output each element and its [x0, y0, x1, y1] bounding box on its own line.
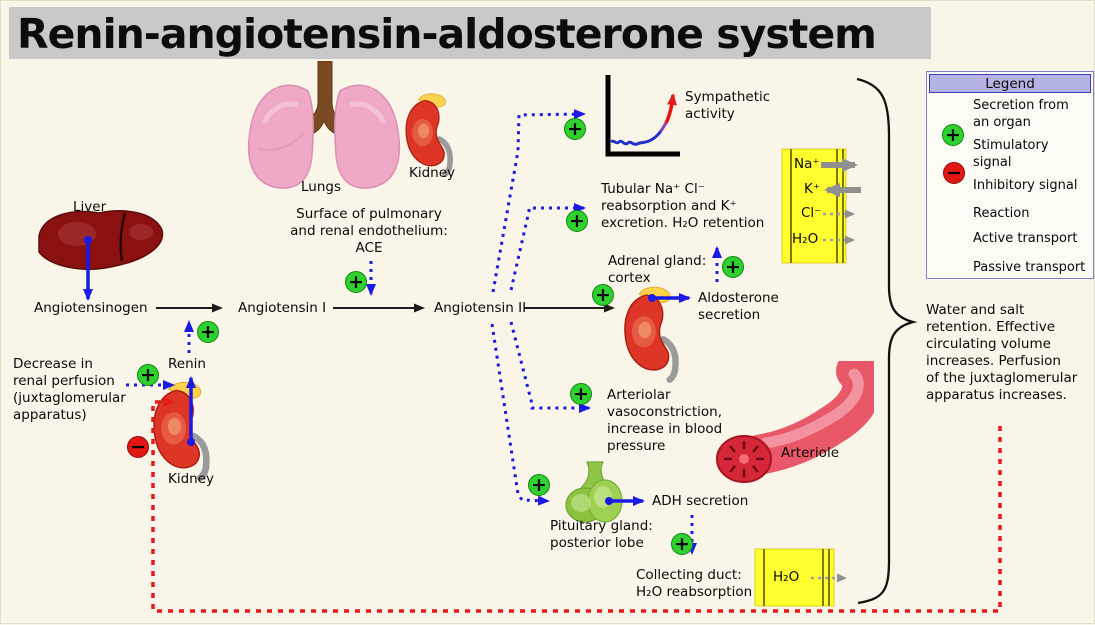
- legend-minus-badge: −: [943, 162, 965, 184]
- angiotensinogen-label: Angiotensinogen: [34, 300, 148, 316]
- secretion-arrows: [83, 240, 691, 506]
- plus-badge-aldosterone-tubular: +: [722, 256, 744, 278]
- collecting-h2o-label: H₂O: [773, 569, 800, 585]
- legend-item-stimulatory: Stimulatory signal: [973, 138, 1049, 170]
- legend-item-active-transport: Active transport: [973, 231, 1078, 246]
- secretion-origin-dots: [84, 236, 656, 505]
- sympathetic-label: Sympathetic activity: [685, 89, 771, 122]
- inhibitory-feedback-arrow: [151, 397, 1002, 613]
- tubule-h2o-label: H₂O: [792, 231, 819, 247]
- ace-label: Surface of pulmonary and renal endotheli…: [290, 206, 448, 256]
- summary-brace: [856, 77, 918, 605]
- stimulatory-arrows: [126, 109, 722, 555]
- plus-badge-ace: +: [345, 271, 367, 293]
- arteriolar-label: Arteriolar vasoconstriction, increase in…: [607, 387, 723, 454]
- angiotensin-ii-label: Angiotensin II: [434, 300, 527, 316]
- title-bar: Renin-angiotensin-aldosterone system: [9, 7, 931, 59]
- adrenal-gland-label: Adrenal gland: cortex: [608, 253, 707, 286]
- plus-badge-pituitary: +: [528, 474, 550, 496]
- tubule-cl-label: Cl⁻: [801, 205, 822, 221]
- collecting-duct-label: Collecting duct: H₂O reabsorption: [636, 567, 753, 600]
- renin-label: Renin: [168, 356, 206, 372]
- adh-label: ADH secretion: [652, 493, 749, 509]
- kidney-top-label: Kidney: [409, 165, 456, 181]
- aldosterone-label: Aldosterone secretion: [698, 290, 779, 323]
- plus-badge-renin-stimulus: +: [137, 364, 159, 386]
- legend-plus-badge: +: [942, 124, 964, 146]
- plus-badge-sympathetic: +: [564, 118, 586, 140]
- tubular-label: Tubular Na⁺ Cl⁻ reabsorption and K⁺ excr…: [601, 181, 765, 231]
- water-salt-label: Water and salt retention. Effective circ…: [926, 302, 1078, 403]
- tubule-na-label: Na⁺: [794, 156, 820, 172]
- sympathetic-chart: [605, 75, 680, 157]
- tubule-k-label: K⁺: [804, 181, 820, 197]
- legend-item-reaction: Reaction: [973, 206, 1030, 221]
- decrease-perfusion-label: Decrease in renal perfusion (juxtaglomer…: [13, 356, 126, 423]
- transport-arrows: [811, 158, 861, 583]
- pituitary-label: Pituitary gland: posterior lobe: [550, 518, 653, 551]
- plus-badge-tubular: +: [566, 210, 588, 232]
- arteriole-illustration: [716, 361, 874, 483]
- minus-badge-feedback: −: [127, 436, 149, 458]
- legend-item-inhibitory: Inhibitory signal: [973, 178, 1078, 193]
- plus-badge-renin-reaction: +: [197, 321, 219, 343]
- collecting-duct-box: [754, 548, 835, 607]
- plus-badge-adrenal: +: [592, 284, 614, 306]
- angiotensin-i-label: Angiotensin I: [238, 300, 327, 316]
- kidney-renin-label: Kidney: [168, 471, 215, 487]
- legend-title: Legend: [929, 74, 1091, 93]
- lungs-illustration: [247, 61, 401, 189]
- page-title: Renin-angiotensin-aldosterone system: [17, 10, 877, 58]
- plus-badge-collecting-duct: +: [671, 533, 693, 555]
- legend-item-passive-transport: Passive transport: [973, 260, 1086, 275]
- arteriole-label: Arteriole: [781, 445, 840, 461]
- liver-label: Liver: [73, 199, 107, 215]
- plus-badge-arteriolar: +: [570, 383, 592, 405]
- lungs-label: Lungs: [301, 179, 341, 195]
- legend-item-secretion: Secretion from an organ: [973, 98, 1069, 130]
